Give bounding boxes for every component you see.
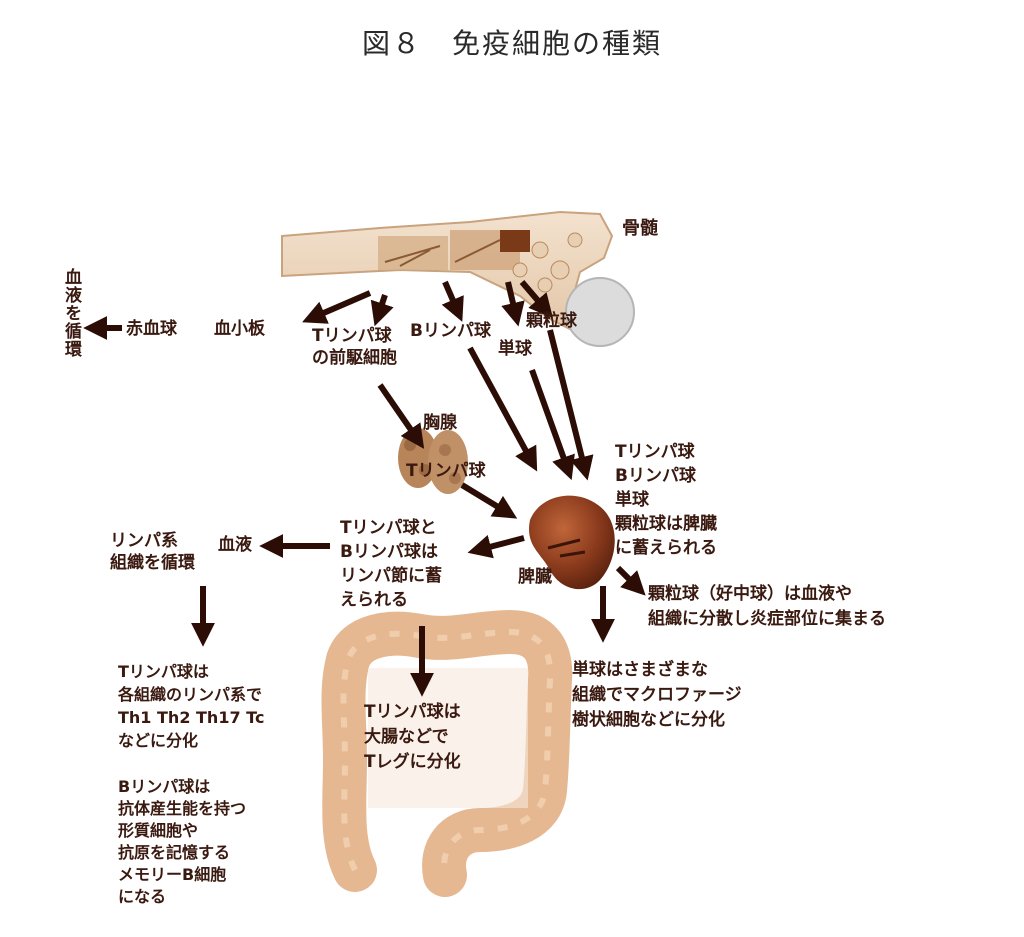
label-line: に蓄えられる (615, 538, 717, 558)
label-colon-treg: Tリンパ球は 大腸などで Tレグに分化 (364, 700, 461, 775)
label-line: 各組織のリンパ系で (118, 685, 263, 704)
label-b-lymphocyte: Bリンパ球 (410, 321, 491, 341)
label-line: 形質細胞や (118, 821, 199, 840)
label-monocyte: 単球 (498, 339, 532, 359)
label-line: Tリンパ球 (312, 326, 392, 346)
label-line: Tリンパ球は (364, 702, 461, 722)
label-line: Tリンパ球は (118, 662, 209, 681)
label-lymph-node-storage: Tリンパ球と Bリンパ球は リンパ節に蓄 えられる (340, 516, 442, 612)
label-line: Bリンパ球 (615, 466, 696, 486)
label-line: 単球 (615, 490, 649, 510)
page-title: 図８ 免疫細胞の種類 (361, 27, 662, 60)
label-line: Bリンパ球は (340, 542, 438, 562)
label-neutrophil: 顆粒球（好中球）は血液や 組織に分散し炎症部位に集まる (648, 582, 886, 632)
label-line: になる (118, 887, 167, 906)
label-line: などに分化 (118, 731, 199, 750)
label-monocyte-differentiation: 単球はさまざまな 組織でマクロファージ 樹状細胞などに分化 (572, 658, 742, 733)
spleen-illustration (529, 495, 615, 590)
label-spleen: 脾臓 (518, 567, 552, 587)
label-platelet: 血小板 (214, 319, 265, 339)
label-line: メモリーB細胞 (118, 865, 227, 884)
label-line: えられる (340, 590, 408, 610)
label-line: 抗体産生能を持つ (118, 799, 247, 818)
label-b-differentiation: Bリンパ球は 抗体産生能を持つ 形質細胞や 抗原を記憶する メモリーB細胞 にな… (118, 776, 246, 908)
label-line: の前駆細胞 (312, 348, 397, 368)
label-line: Tリンパ球と (340, 518, 437, 538)
label-bone-marrow: 骨髄 (622, 218, 658, 239)
label-blood: 血液 (218, 535, 252, 555)
label-thymus: 胸腺 (423, 413, 457, 433)
label-line: 抗原を記憶する (118, 843, 231, 862)
label-line: Tリンパ球 (615, 442, 695, 462)
label-line: Th1 Th2 Th17 Tc (118, 708, 265, 727)
label-line: 樹状細胞などに分化 (572, 710, 725, 730)
label-thymus-t-lymphocyte: Tリンパ球 (406, 461, 486, 481)
large-intestine-illustration (321, 610, 573, 897)
label-line: リンパ系 (110, 531, 178, 551)
label-red-blood-cell: 赤血球 (126, 319, 177, 339)
label-lymph-system: リンパ系 組織を循環 (110, 530, 195, 574)
label-line: 大腸などで (364, 727, 449, 747)
label-granulocyte: 顆粒球 (526, 311, 577, 331)
label-line: 組織でマクロファージ (572, 685, 742, 705)
arrows (83, 280, 646, 697)
label-line: Tレグに分化 (364, 752, 461, 772)
label-line: Bリンパ球は (118, 777, 211, 796)
label-spleen-storage: Tリンパ球 Bリンパ球 単球 顆粒球は脾臓 に蓄えられる (615, 440, 717, 560)
label-line: 組織に分散し炎症部位に集まる (648, 609, 886, 629)
label-line: 顆粒球は脾臓 (615, 514, 717, 534)
label-line: 単球はさまざまな (572, 660, 708, 680)
label-line: 組織を循環 (110, 553, 195, 573)
label-line: リンパ節に蓄 (340, 566, 442, 586)
label-t-precursor: Tリンパ球 の前駆細胞 (312, 325, 397, 369)
label-circulate-blood: 血液を循環 (61, 268, 81, 358)
label-line: 顆粒球（好中球）は血液や (648, 584, 852, 604)
label-t-differentiation: Tリンパ球は 各組織のリンパ系で Th1 Th2 Th17 Tc などに分化 (118, 660, 264, 752)
